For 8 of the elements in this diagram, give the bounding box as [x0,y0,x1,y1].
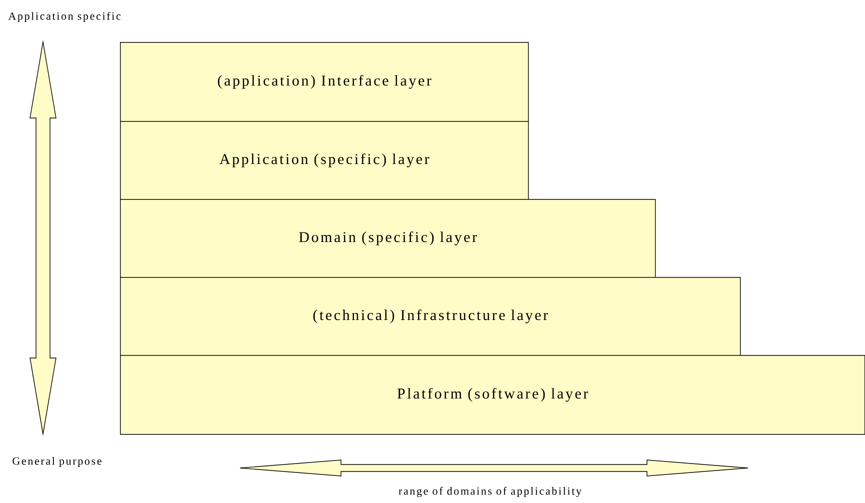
axis-label: Application specific [8,12,121,22]
layer-box: Application (specific) layer [120,121,529,200]
layer-box: (technical) Infrastructure layer [120,277,741,356]
axis-label: range of domains of applicability [398,486,582,498]
layer-box: (application) Interface layer [120,42,529,122]
layer-box: Platform (software) layer [120,355,865,435]
layer-box: Domain (specific) layer [120,199,656,278]
axis-label: General purpose [12,457,102,467]
